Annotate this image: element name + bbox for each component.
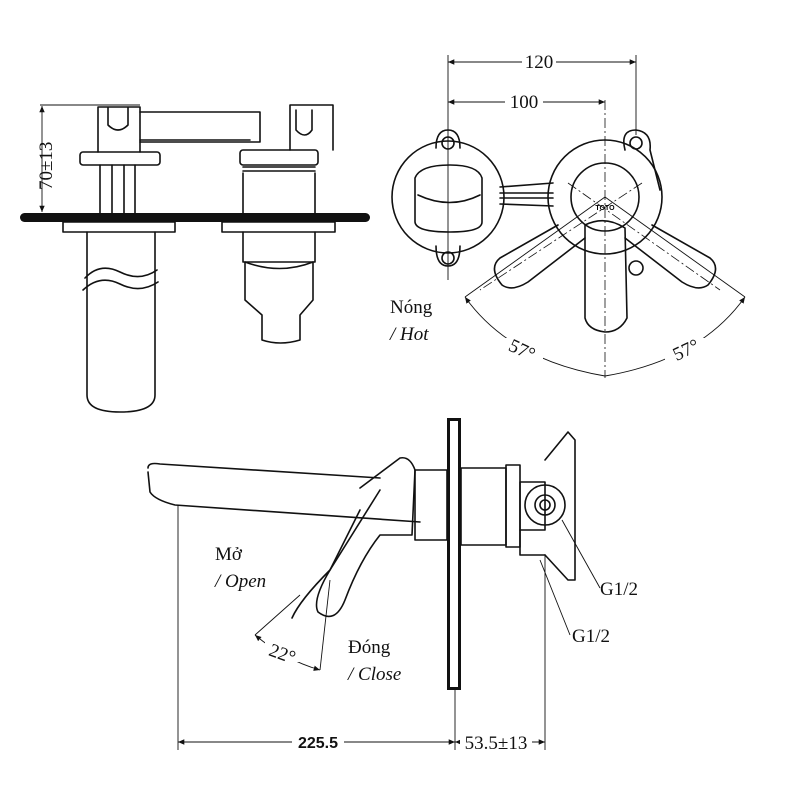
wall-depth-dimension: 53.5±13 xyxy=(465,733,528,754)
front-view: 70±13 xyxy=(20,104,370,413)
countertop xyxy=(20,213,370,222)
open-label-en: / Open xyxy=(214,571,266,592)
hot-label-en: / Hot xyxy=(389,324,429,345)
height-dimension-label: 70±13 xyxy=(36,142,57,190)
side-view: G1/2 G1/2 22° Mở / Open Đóng / Close 225… xyxy=(147,418,638,754)
thread-upper-label: G1/2 xyxy=(600,579,638,600)
close-label: Đóng xyxy=(348,637,391,658)
hot-label: Nóng xyxy=(390,297,433,318)
spout-length-dimension: 225.5 xyxy=(298,735,338,752)
toto-logo: TOTO xyxy=(595,205,615,212)
dimension-120: 120 xyxy=(525,52,554,73)
close-label-en: / Close xyxy=(347,664,401,685)
thread-lower-label: G1/2 xyxy=(572,626,610,647)
top-view: 120 100 TOTO 57° 57° Nóng / Hot xyxy=(389,50,746,378)
dimension-100: 100 xyxy=(510,92,539,113)
open-label: Mở xyxy=(215,544,243,565)
